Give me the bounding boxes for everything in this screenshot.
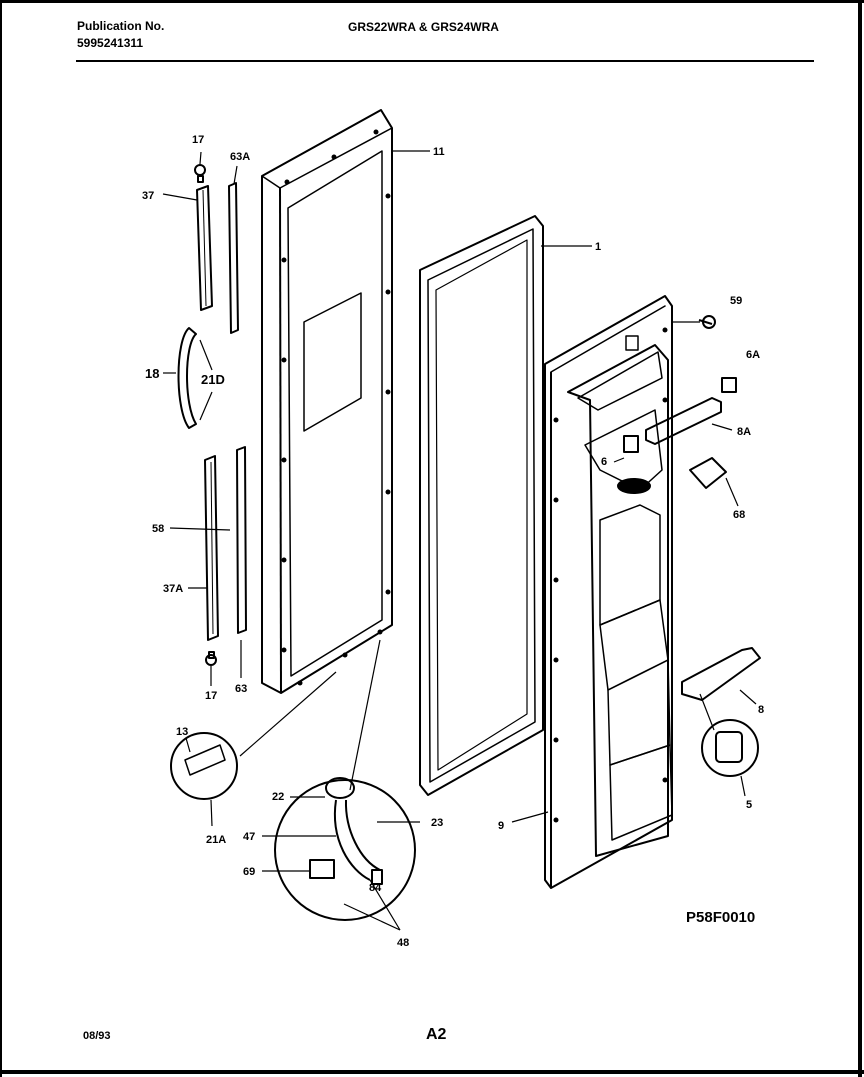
callout-69: 69 bbox=[243, 866, 255, 878]
callout-1: 1 bbox=[595, 241, 601, 253]
callout-58: 58 bbox=[152, 523, 164, 535]
callout-13: 13 bbox=[176, 726, 188, 738]
header-rule bbox=[76, 60, 814, 62]
callout-6A: 6A bbox=[746, 349, 760, 361]
callout-9: 9 bbox=[498, 820, 504, 832]
callout-84: 84 bbox=[369, 882, 382, 894]
door-gasket bbox=[419, 215, 544, 796]
outer-door-panel bbox=[261, 109, 393, 694]
frame-top-border bbox=[0, 0, 864, 3]
callout-68: 68 bbox=[733, 509, 745, 521]
callout-23: 23 bbox=[431, 817, 443, 829]
callout-6: 6 bbox=[601, 456, 607, 468]
publication-number: 5995241311 bbox=[77, 36, 144, 50]
leader-lines bbox=[162, 150, 757, 931]
model-numbers: GRS22WRA & GRS24WRA bbox=[348, 20, 499, 34]
callout-22: 22 bbox=[272, 791, 284, 803]
dispenser-hardware bbox=[623, 315, 761, 763]
callout-63: 63 bbox=[235, 683, 247, 695]
callout-21A: 21A bbox=[206, 834, 226, 846]
callout-18: 18 bbox=[145, 366, 159, 381]
detail-circles bbox=[170, 719, 759, 921]
callout-17-top: 17 bbox=[192, 134, 204, 146]
trim-strips bbox=[196, 182, 247, 641]
inner-door-liner bbox=[544, 295, 673, 889]
diagram-code: P58F0010 bbox=[686, 909, 756, 926]
callout-37: 37 bbox=[142, 190, 154, 202]
callout-21D: 21D bbox=[201, 372, 225, 387]
callout-8A: 8A bbox=[737, 426, 751, 438]
frame-right-border bbox=[858, 0, 862, 1077]
callout-5: 5 bbox=[746, 799, 752, 811]
door-handle bbox=[177, 164, 217, 666]
callout-47: 47 bbox=[243, 831, 255, 843]
callout-48: 48 bbox=[397, 937, 409, 949]
callout-8: 8 bbox=[758, 704, 764, 716]
callout-63A: 63A bbox=[230, 151, 250, 163]
frame-bottom-border bbox=[0, 1070, 864, 1074]
callout-59: 59 bbox=[730, 295, 742, 307]
callout-11: 11 bbox=[433, 146, 445, 158]
frame-left-border bbox=[0, 0, 2, 1077]
page-number: A2 bbox=[426, 1026, 447, 1043]
callout-17-bottom: 17 bbox=[205, 690, 217, 702]
publication-label: Publication No. bbox=[77, 19, 165, 33]
callout-37A: 37A bbox=[163, 583, 183, 595]
print-date: 08/93 bbox=[83, 1030, 111, 1042]
callout-labels: 17 63A 11 37 1 59 6A 18 21D 8A 6 68 58 3… bbox=[142, 134, 764, 949]
